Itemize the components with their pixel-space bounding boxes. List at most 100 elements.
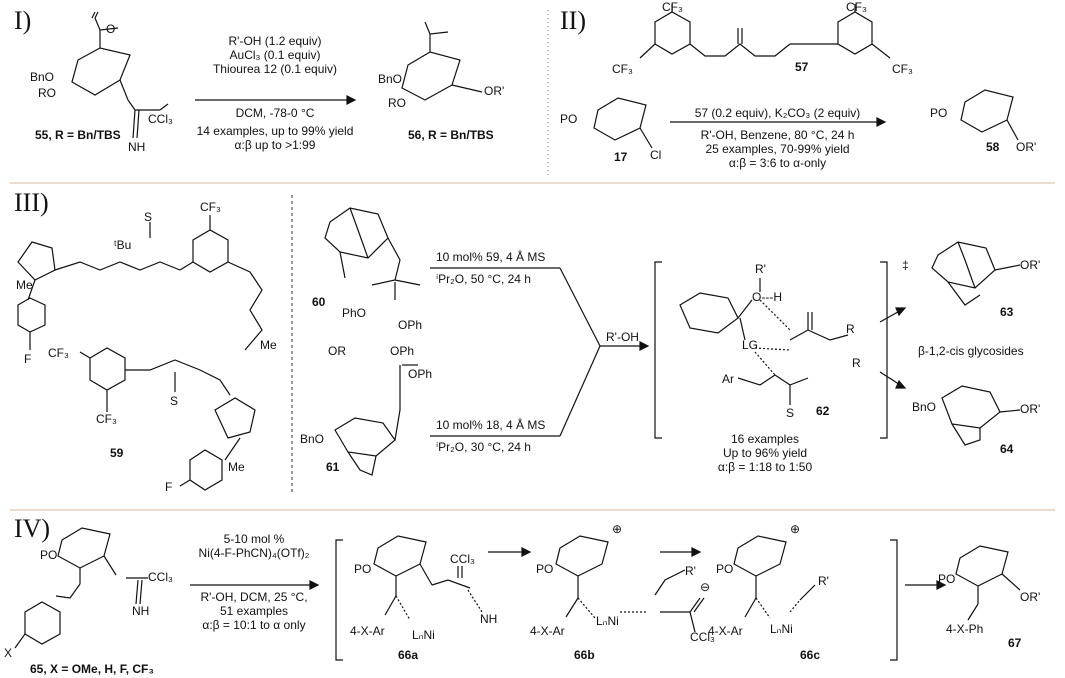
atom-arx-66a: 4-X-Ar: [350, 624, 385, 638]
atom-bno-61: BnO: [300, 432, 325, 446]
atom-r2-ts: R: [852, 356, 861, 370]
atom-tbu-59: ᵗBu: [114, 238, 132, 252]
atom-cf3-57b: CF₃: [846, 0, 867, 14]
atom-oh-ts: O---H: [752, 290, 782, 304]
atom-cf3-57d: CF₃: [892, 62, 913, 76]
atom-ar-ts: Ar: [722, 372, 734, 386]
sugar-ring-64: [941, 385, 1001, 429]
ts-bracket-right: [880, 261, 888, 439]
condition-line: R'-OH, DCM, 25 °C,: [200, 590, 308, 604]
atom-plus-66c: ⊕: [790, 522, 801, 536]
atom-or-56: OR': [484, 84, 505, 98]
compound-label-57: 57: [795, 60, 809, 74]
atom-nh-55: NH: [128, 140, 146, 154]
atom-minus-66b: ⊖: [700, 580, 711, 594]
condition-line: 14 examples, up to 99% yield: [196, 124, 354, 138]
atom-pho-60: PhO: [342, 306, 367, 320]
atom-arx-66b: 4-X-Ar: [530, 624, 565, 638]
pyrrolidine-top: [17, 241, 56, 281]
atom-po-65: PO: [40, 548, 58, 562]
atom-plus-66b: ⊕: [612, 522, 623, 536]
condition-line: AuCl₃ (0.1 equiv): [229, 48, 321, 62]
conditions-III-bottom-b: ⁱPr₂O, 30 °C, 24 h: [436, 440, 531, 454]
condition-line: 57 (0.2 equiv), K₂CO₃ (2 equiv): [694, 106, 861, 120]
aryl-ring-65: [24, 601, 61, 645]
atom-o-55: O: [106, 22, 116, 36]
sugar-ring-66a: [373, 535, 427, 577]
summary-line: 16 examples: [730, 432, 800, 446]
condition-line: Ni(4-F-PhCN)₄(OTf)₂: [198, 546, 310, 560]
atom-r1-ts: R: [846, 322, 855, 336]
reagent-III: R'-OH: [606, 330, 639, 344]
sugar-ring-67: [955, 545, 1009, 587]
summary-line: Up to 96% yield: [722, 446, 808, 460]
atom-s-59a: S: [144, 210, 153, 224]
atom-or-63: OR': [1020, 258, 1041, 272]
atom-rp-ts: R': [755, 262, 766, 276]
roman-II: II): [560, 6, 586, 35]
conditions-IV-top: 5-10 mol % Ni(4-F-PhCN)₄(OTf)₂: [188, 532, 320, 560]
atom-f-59a: F: [24, 352, 32, 366]
roman-IV: IV): [14, 514, 51, 543]
atom-lnni-66c: LₙNi: [770, 622, 793, 636]
atom-s-ts: S: [786, 406, 795, 420]
atom-lg-ts: LG: [742, 338, 759, 352]
int-bracket-right: [890, 539, 898, 661]
compound-label-64: 64: [1000, 442, 1014, 456]
bis-cf3-ring: [89, 347, 126, 391]
atom-po-66b: PO: [536, 562, 554, 576]
atom-or-58: OR': [1016, 140, 1037, 154]
compound-label-66c: 66c: [800, 648, 821, 662]
compound-label-59: 59: [110, 446, 124, 460]
compound-label-66a: 66a: [398, 648, 419, 662]
atom-po-67: PO: [938, 572, 956, 586]
ts-dagger: ‡: [902, 258, 909, 272]
atom-cl-17: Cl: [650, 148, 662, 162]
atom-oph-61a: OPh: [390, 344, 415, 358]
atom-or-61: OR: [328, 344, 346, 358]
condition-line: 5-10 mol %: [223, 532, 285, 546]
cf3-aryl-ring: [192, 229, 229, 273]
atom-ro-56: RO: [388, 96, 406, 110]
compound-label-55: 55, R = Bn/TBS: [35, 128, 121, 142]
atom-arx-66c: 4-X-Ar: [708, 624, 743, 638]
condition-line: 51 examples: [219, 604, 289, 618]
aryl-ring-57-right: [837, 11, 873, 55]
aryl-ring-57-left: [654, 11, 691, 55]
atom-ccl3-55: CCl₃: [148, 112, 173, 126]
condition-line: R'-OH (1.2 equiv): [228, 34, 322, 48]
compound-label-17: 17: [614, 150, 628, 164]
atom-ccl3-66b: CCl₃: [690, 630, 715, 644]
conditions-II-bottom: R'-OH, Benzene, 80 °C, 24 h 25 examples,…: [670, 128, 885, 170]
condition-line: 25 examples, 70-99% yield: [705, 142, 850, 156]
ts-sugar-ring: [679, 292, 739, 334]
sugar-ring-65: [57, 527, 111, 569]
atom-or-67: OR': [1020, 590, 1041, 604]
compound-label-62: 62: [816, 404, 830, 418]
atom-po-66a: PO: [354, 562, 372, 576]
compound-label-60: 60: [312, 295, 326, 309]
roman-I: I): [14, 6, 32, 35]
atom-f-59b: F: [165, 480, 173, 494]
sugar-ring-55: [71, 47, 131, 96]
summary-line: α:β = 1:18 to 1:50: [717, 460, 813, 474]
atom-bno-56: BnO: [378, 72, 403, 86]
roman-III: III): [14, 188, 49, 217]
atom-ccl3-65: CCl₃: [148, 570, 173, 584]
int-bracket-left: [335, 539, 343, 661]
atom-lnni-66b: LₙNi: [596, 614, 619, 628]
atom-or-64: OR': [1020, 402, 1041, 416]
atom-po-17: PO: [560, 112, 578, 126]
atom-xph-67: 4-X-Ph: [946, 622, 984, 636]
atom-cf3-59b: CF₃: [48, 346, 69, 360]
atom-cf3-59: CF₃: [200, 200, 221, 214]
sugar-ring-60: [324, 207, 389, 259]
ts-summary: 16 examples Up to 96% yield α:β = 1:18 t…: [700, 432, 830, 474]
compound-label-63: 63: [1000, 305, 1014, 319]
fluorophenyl-bottom: [189, 449, 223, 491]
conditions-III-bottom-a: 10 mol% 18, 4 Å MS: [436, 418, 546, 432]
sugar-ring-56: [401, 51, 461, 101]
compound-label-67: 67: [1008, 636, 1022, 650]
atom-me-59c: Me: [228, 460, 245, 474]
atom-lnni-66a: LₙNi: [412, 628, 435, 642]
